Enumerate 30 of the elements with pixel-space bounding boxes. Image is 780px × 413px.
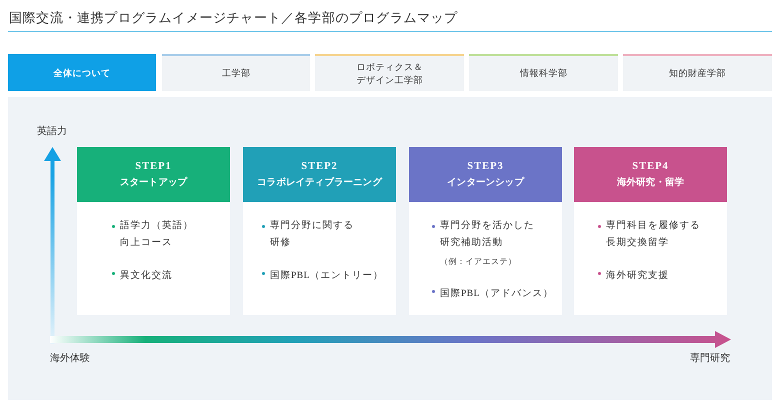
step-number: STEP3	[467, 160, 504, 174]
tab: 工学部	[162, 54, 310, 91]
tab: ロボティクス＆デザイン工学部	[315, 54, 464, 91]
page-title: 国際交流・連携プログラムイメージチャート／各学部のプログラムマップ	[9, 9, 458, 27]
step-title: 海外研究・留学	[616, 176, 684, 190]
step-title: コラボレイティブラーニング	[257, 176, 382, 190]
note: （例：イアエステ）	[440, 256, 516, 268]
step-card	[77, 147, 230, 315]
step-number: STEP4	[632, 160, 669, 174]
step-card	[409, 147, 562, 315]
list-item: 専門分野を活かした研究補助活動	[440, 219, 536, 250]
axis-label: 海外体験	[50, 352, 90, 366]
step-number: STEP2	[301, 160, 338, 174]
tab: 情報科学部	[469, 54, 618, 91]
tab: 全体について	[8, 54, 156, 91]
step-number: STEP1	[135, 160, 172, 174]
list-item: 国際PBL（アドバンス）	[440, 288, 554, 301]
list-item: 国際PBL（エントリー）	[270, 270, 384, 283]
step-title: インターンシップ	[447, 176, 524, 190]
list-item: 専門分野に関する研修	[270, 219, 355, 250]
step-card	[243, 147, 396, 315]
list-item: 語学力（英語）向上コース	[120, 219, 194, 250]
axis-label: 英語力	[37, 124, 67, 139]
list-item: 海外研究支援	[606, 269, 669, 283]
list-item: 異文化交流	[120, 269, 172, 283]
step-title: スタートアップ	[120, 176, 188, 190]
list-item: 専門科目を履修する長期交換留学	[606, 219, 702, 250]
tab: 知的財産学部	[623, 54, 772, 91]
axis-label: 専門研究	[690, 352, 730, 366]
step-card	[574, 147, 727, 315]
